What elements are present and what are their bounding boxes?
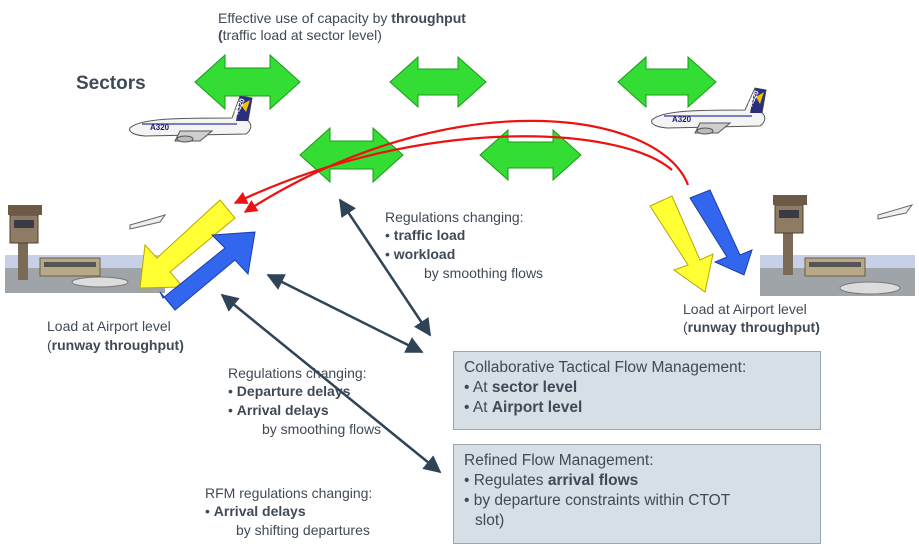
load-left-line-1: Load at Airport level	[47, 318, 171, 334]
blue-arrow-right	[689, 189, 753, 276]
ctfm-line-2: • At Airport level	[464, 399, 583, 416]
ctfm-line-2-prefix: At	[472, 399, 492, 416]
load-right-bold: runway throughput	[687, 319, 816, 335]
ctfm-box: Collaborative Tactical Flow Management: …	[453, 351, 821, 430]
red-curve-arrow-inner	[233, 135, 673, 204]
regulations-center-tail: by smoothing flows	[424, 265, 544, 281]
aircraft-right-fuselage-label: A320	[672, 115, 692, 124]
ctfm-line-1-bold: sector level	[491, 379, 578, 396]
airport-left-illustration	[5, 205, 167, 293]
yellow-arrow-right	[649, 195, 714, 293]
load-right-line-1: Load at Airport level	[683, 301, 807, 317]
rfm-item-1: • Arrival delays	[205, 503, 306, 519]
rfm-title: RFM regulations changing:	[205, 485, 373, 501]
rfm-box: Refined Flow Management: • Regulates arr…	[453, 444, 821, 544]
sectors-label: Sectors	[76, 73, 146, 94]
yellow-arrow-left	[139, 199, 236, 289]
regulations-left-item-1: • Departure delays	[228, 383, 351, 399]
load-right-line-2: (runway throughput)	[683, 318, 820, 336]
green-double-arrow-3	[617, 55, 717, 109]
regulations-center-item-2-text: workload	[393, 246, 456, 262]
regulations-left-title: Regulations changing:	[228, 365, 367, 381]
header-paren: (	[218, 27, 223, 43]
rfm-box-title: Refined Flow Management:	[464, 452, 654, 469]
load-left-bold: runway throughput	[51, 337, 180, 353]
regulations-center-item-2: • workload	[385, 246, 456, 262]
load-right-close: )	[815, 319, 820, 335]
regulations-left-item-1-text: Departure delays	[236, 383, 351, 399]
rfm-tail: by shifting departures	[236, 522, 370, 538]
rfm-box-line-1-prefix: Regulates	[473, 472, 548, 489]
aircraft-right-illustration	[651, 87, 767, 135]
load-left-open: (	[47, 337, 52, 353]
green-double-arrow-1	[194, 53, 301, 111]
rfm-box-line-3: slot)	[475, 512, 505, 529]
regulations-center-title: Regulations changing:	[385, 209, 524, 225]
load-left-close: )	[179, 337, 184, 353]
ctfm-line-1: • At sector level	[464, 379, 578, 396]
green-double-arrow-2	[389, 55, 487, 109]
header-bold: throughput	[391, 10, 466, 26]
header-line-2: (traffic load at sector level)	[218, 26, 382, 44]
airport-right-illustration	[760, 195, 915, 296]
rfm-item-1-text: Arrival delays	[213, 503, 306, 519]
aircraft-left-fuselage-label: A320	[150, 123, 170, 132]
rfm-box-line-1-bold: arrival flows	[547, 472, 639, 489]
aircraft-left-illustration	[129, 95, 253, 143]
ctfm-line-1-prefix: At	[472, 379, 492, 396]
red-curve-arrow-outer	[243, 119, 690, 213]
header-line-1: Effective use of capacity by throughput	[218, 9, 466, 27]
header-prefix: Effective use of capacity by	[218, 10, 392, 26]
regulations-left-item-2: • Arrival delays	[228, 402, 329, 418]
ctfm-title: Collaborative Tactical Flow Management:	[464, 359, 747, 376]
load-left-line-2: (runway throughput)	[47, 336, 184, 354]
regulations-left-item-2-text: Arrival delays	[236, 402, 329, 418]
rfm-box-line-1: • Regulates arrival flows	[464, 472, 639, 489]
regulations-center-item-1: • traffic load	[385, 227, 466, 243]
regulations-center-item-1-text: traffic load	[393, 227, 466, 243]
ctfm-line-2-bold: Airport level	[491, 399, 583, 416]
regulations-left-tail: by smoothing flows	[262, 421, 382, 437]
header-rest: traffic load at sector level)	[222, 27, 382, 43]
load-right-open: (	[683, 319, 688, 335]
green-double-arrow-5	[479, 128, 582, 182]
blue-arrow-left	[159, 231, 256, 311]
rfm-box-line-2-text: by departure constraints within CTOT	[473, 492, 731, 509]
rfm-box-line-2: • by departure constraints within CTOT	[464, 492, 731, 509]
connector-arrow-left-lower	[220, 293, 442, 474]
